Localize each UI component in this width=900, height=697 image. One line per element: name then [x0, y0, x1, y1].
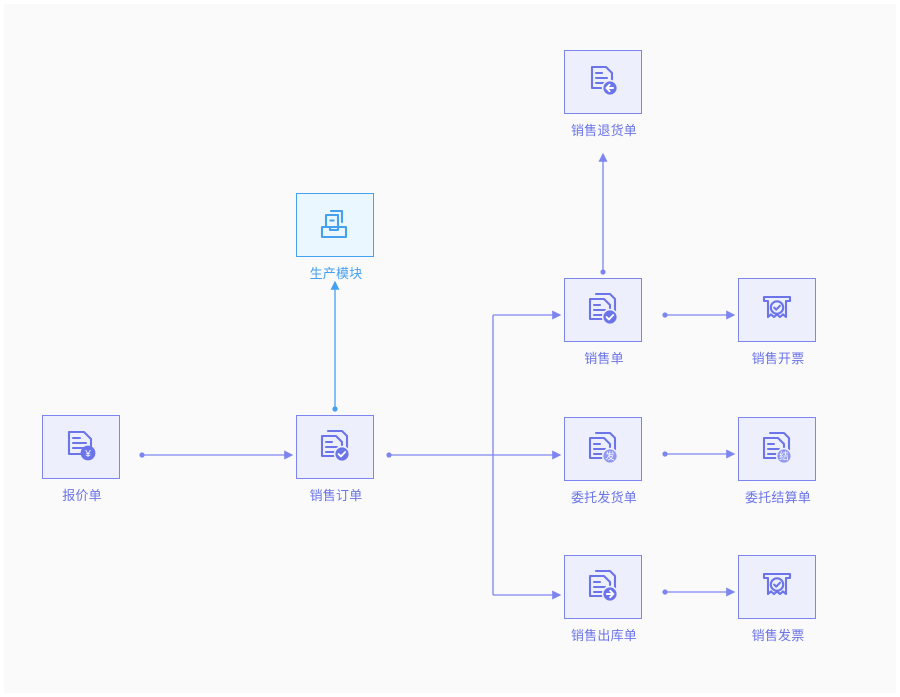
receipt-check-icon	[757, 290, 797, 330]
node-sales-return-label: 销售退货单	[570, 123, 637, 138]
node-production-module-label: 生产模块	[309, 266, 363, 281]
node-consign-settlement[interactable]: 结 委托结算单	[738, 417, 818, 506]
node-sales-outbound-label: 销售出库单	[570, 628, 637, 643]
node-sales-bill[interactable]: 销售单	[564, 278, 644, 367]
node-sales-invoice[interactable]: 销售发票	[738, 555, 818, 644]
svg-text:发: 发	[605, 451, 615, 463]
node-sales-invoice-label: 销售发票	[751, 628, 805, 643]
node-sales-return-box[interactable]	[564, 50, 642, 114]
edge-quotation-to-sales-order	[139, 450, 294, 460]
node-consign-settlement-box[interactable]: 结	[738, 417, 816, 481]
node-consign-settlement-label: 委托结算单	[744, 490, 811, 505]
node-production-module-box[interactable]	[296, 193, 374, 257]
svg-text:结: 结	[779, 451, 789, 463]
svg-text:¥: ¥	[84, 449, 91, 460]
document-yuan-icon: ¥	[61, 427, 101, 467]
node-sales-order-label: 销售订单	[309, 488, 363, 503]
edge-sales-order-to-production-module	[330, 280, 340, 412]
node-sales-bill-label: 销售单	[584, 351, 624, 366]
receipt-check-icon	[757, 567, 797, 607]
node-quotation-label: 报价单	[62, 488, 102, 503]
documents-check-icon	[315, 427, 355, 467]
documents-fa-icon: 发	[583, 429, 623, 469]
documents-arrow-right-icon	[583, 567, 623, 607]
node-sales-invoicing-box[interactable]	[738, 278, 816, 342]
flowchart-canvas: ¥ 报价单 销售订单	[4, 4, 896, 693]
node-quotation[interactable]: ¥ 报价单	[42, 415, 122, 504]
node-quotation-box[interactable]: ¥	[42, 415, 120, 479]
edge-sales-outbound-to-sales-invoice	[662, 587, 736, 597]
node-sales-order-box[interactable]	[296, 415, 374, 479]
documents-jie-icon: 结	[757, 429, 797, 469]
edge-consign-delivery-to-consign-settlement	[662, 449, 736, 459]
node-sales-outbound-box[interactable]	[564, 555, 642, 619]
node-consign-delivery[interactable]: 发 委托发货单	[564, 417, 644, 506]
edge-sales-order-fanout	[386, 310, 562, 600]
document-arrow-left-icon	[583, 62, 623, 102]
node-sales-outbound[interactable]: 销售出库单	[564, 555, 644, 644]
node-sales-invoicing[interactable]: 销售开票	[738, 278, 818, 367]
node-production-module[interactable]: 生产模块	[296, 193, 376, 282]
documents-check-icon	[583, 290, 623, 330]
node-sales-order[interactable]: 销售订单	[296, 415, 376, 504]
node-consign-delivery-box[interactable]: 发	[564, 417, 642, 481]
node-sales-invoice-box[interactable]	[738, 555, 816, 619]
node-sales-bill-box[interactable]	[564, 278, 642, 342]
edge-sales-bill-to-sales-return	[598, 152, 608, 275]
node-sales-return[interactable]: 销售退货单	[564, 50, 644, 139]
node-consign-delivery-label: 委托发货单	[570, 490, 637, 505]
edge-sales-bill-to-sales-invoicing	[662, 310, 736, 320]
node-sales-invoicing-label: 销售开票	[751, 351, 805, 366]
inbox-document-icon	[315, 205, 355, 245]
